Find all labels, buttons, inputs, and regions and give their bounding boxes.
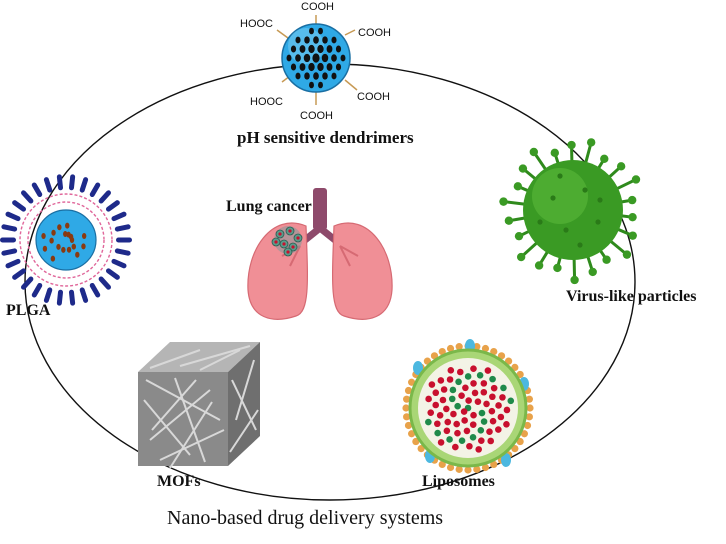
- node-label-plga: PLGA: [6, 302, 50, 320]
- dendrimer-illustration: [277, 15, 357, 105]
- chem-group-upper-right: COOH: [358, 27, 391, 39]
- node-label-virus-like-particles: Virus-like particles: [566, 288, 697, 306]
- figure-caption: Nano-based drug delivery systems: [167, 507, 443, 530]
- chem-group-top: COOH: [301, 1, 334, 13]
- chem-group-upper-left: HOOC: [240, 18, 273, 30]
- node-label-dendrimers: pH sensitive dendrimers: [237, 128, 414, 148]
- node-label-mofs: MOFs: [157, 473, 201, 491]
- chem-group-bottom: COOH: [300, 110, 333, 122]
- node-label-liposomes: Liposomes: [422, 473, 495, 491]
- virus-illustration: [499, 138, 640, 284]
- center-label-lung-cancer: Lung cancer: [226, 198, 312, 216]
- chem-group-lower-right: COOH: [357, 91, 390, 103]
- mof-illustration: [138, 342, 260, 468]
- chem-group-lower-left: HOOC: [250, 96, 283, 108]
- liposome-illustration: [402, 339, 533, 474]
- plga-illustration: [0, 174, 132, 306]
